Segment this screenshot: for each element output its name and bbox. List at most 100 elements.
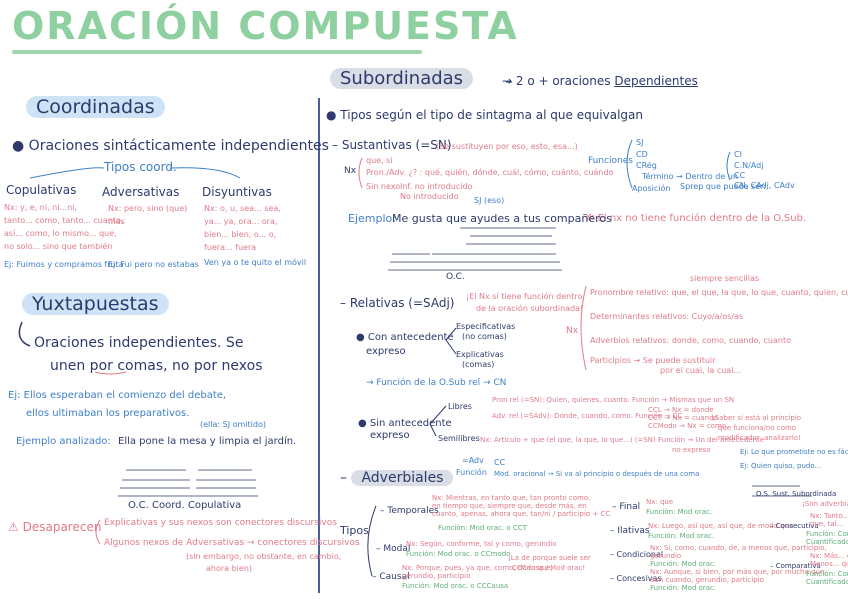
- nx-sin-nexo: Sin nexo: [366, 182, 401, 191]
- temporales-nx: Nx: Mientras, en tanto que, tan pronto c…: [432, 494, 591, 502]
- ilativas-funcion: Función: Mod orac.: [648, 532, 715, 540]
- desaparecen-line-2: Algunos nexos de Adversativas → conector…: [104, 538, 360, 548]
- sin-antecedente-expreso: expreso: [370, 430, 410, 441]
- relativas-aviso-1: ¡Saber si está al principio: [712, 414, 802, 422]
- tipos-sintagma-text: Tipos según el tipo de sintagma al que e…: [340, 108, 644, 122]
- ejemplo-analizado-text: Ella pone la mesa y limpia el jardín.: [118, 436, 297, 447]
- adverbiales-heading: – Adverbiales: [340, 470, 454, 486]
- sin-antecedente: ● Sin antecedente: [358, 418, 452, 429]
- relativas-heading: – Relativas (=SAdj): [340, 296, 455, 310]
- con-antecedente-text: Con antecedente: [367, 332, 454, 343]
- column-divider: [318, 98, 320, 593]
- con-antecedente-expreso: expreso: [366, 346, 406, 357]
- nota-consecutivas: ¡Son adverbiales!: [802, 500, 848, 508]
- ej-quien: Ej: Quien quiso, pudo...: [740, 462, 822, 470]
- comparativa-funcion: Función: Complemento: [806, 570, 848, 578]
- sin-antecedente-text: Sin antecedente: [369, 418, 452, 429]
- disyuntivas-title: Disyuntivas: [202, 185, 272, 199]
- libres-label: Libres: [448, 402, 472, 411]
- nx-inf: Inf. no introducido: [400, 182, 473, 191]
- final-funcion: Función: Mod orac.: [646, 508, 713, 516]
- funcion-termino: Término → Dentro de un: [642, 172, 738, 181]
- concesivas-funcion: Función: Mod orac.: [650, 584, 717, 592]
- final-nx: Nx: que: [646, 498, 674, 506]
- comparativa-text: Comparativa: [775, 562, 821, 570]
- funcion-sj: SJ: [636, 138, 644, 147]
- adverbiales-tipos-label: Tipos: [340, 524, 369, 537]
- disyuntivas-nx4: fuera... fuera: [204, 243, 257, 252]
- consecutiva-funcion: Función: Complemento: [806, 530, 848, 538]
- condicional-text: Condicional: [616, 550, 664, 559]
- title-underline: [12, 50, 422, 54]
- page-title: ORACIÓN COMPUESTA: [12, 4, 519, 48]
- sustantivas-nx-bracket: [358, 157, 363, 189]
- ilativas-nx: Nx: Luego, así que, así que, de modo que: [648, 522, 794, 530]
- disyuntivas-nx2: ya... ya, ora... ora,: [204, 217, 278, 226]
- condicional-nx-2: gerundio: [650, 552, 682, 560]
- comparativa-funcion-2: Cuantificador: [806, 578, 848, 586]
- concesivas-nx: Nx: Aunque, si bien, por más que, por mu…: [650, 568, 827, 576]
- nx-pron: Pron./Adv. ¿? : qué, quién, dónde, cuál,…: [366, 168, 614, 177]
- adverbiales-cc: CC: [494, 458, 506, 467]
- relativas-siempre: siempre sencillas: [690, 274, 760, 283]
- sustantivas-heading: – Sustantivas (=SN): [332, 138, 452, 152]
- subordinadas-arrow-text: → 2 o + oraciones Dependientes: [502, 74, 698, 88]
- consecutiva-funcion-2: Cuantificador: [806, 538, 848, 546]
- relativas-heading-text: Relativas (=SAdj): [349, 296, 455, 310]
- sustantivas-ejemplo-text: Me gusta que ayudes a tus compañeros: [392, 212, 612, 225]
- sustantivas-nota-nx: ✻ El nx no tiene función dentro de la O.…: [586, 213, 807, 224]
- semilibres-label: Semilibres: [438, 434, 480, 443]
- libres-nx: Pron rel (=SN): Quien, quienes, cuanto. …: [492, 396, 735, 404]
- os-sust-label: O.S. Sust. Subordinada: [756, 490, 837, 498]
- causal-note: ¡La de porque suele ser: [508, 554, 591, 562]
- adverbiales-adv-label: =Adv: [462, 456, 484, 465]
- final-text: Final: [619, 502, 641, 512]
- copulativas-nx: Nx: y, e, ni, ni...ni,: [4, 203, 77, 212]
- cc-cuando: CCT → Nx = cuando: [648, 414, 718, 422]
- funcion-cnadj: C.N/Adj: [734, 161, 764, 170]
- causal-text: Causal: [379, 572, 410, 582]
- comparativa-label: – Comparativa: [770, 562, 821, 570]
- yuxtapuestas-definition-1: Oraciones independientes. Se: [34, 335, 244, 351]
- desaparecen-line-3: (sin embargo, no obstante, en cambio,: [186, 552, 342, 561]
- causal-label: – Causal: [372, 572, 410, 582]
- adversativas-nx2: mas: [108, 217, 125, 226]
- temporales-nx-3: cuanto, apenas, ahora que, tan/ni / part…: [432, 510, 611, 518]
- copulativas-nx4: no solo... sino que también: [4, 242, 113, 251]
- funcion-ci: CI: [734, 150, 742, 159]
- coord-copulativa-caption: O.C. Coord. Copulativa: [128, 500, 242, 511]
- funcion-cc: CC: [734, 171, 746, 180]
- adverbiales-tipos-bracket: [367, 505, 377, 577]
- modal-nx: Nx: Según, conforme, tal y como, gerundi…: [406, 540, 557, 548]
- concesivas-text: Concesivas: [616, 574, 662, 583]
- nx-no-intro: No introducido: [400, 192, 459, 201]
- sustantivas-ejemplo-label: Ejemplo:: [348, 212, 396, 225]
- adversativas-ej: Ej: Fui pero no estabas: [108, 260, 199, 269]
- concesivas-nx-2: aun cuando, gerundio, participio: [650, 576, 764, 584]
- sustantivas-tree: [388, 227, 562, 271]
- yuxtapuestas-ej-2: ellos ultimaban los preparativos.: [26, 408, 190, 419]
- con-antecedente: ● Con antecedente: [356, 332, 454, 343]
- sj-omitido-note: (ella: SJ omitido): [200, 420, 266, 429]
- comparativa-nx: Nx: Más... que: [810, 552, 848, 560]
- causal-funcion: Función: Mod orac. o CCCausa: [402, 582, 509, 590]
- disyuntivas-nx: Nx: o, u, sea... sea,: [204, 204, 281, 213]
- concesivas-label: – Concesivas: [610, 574, 662, 583]
- relativas-nx-list-2: Determinantes relativos: Cuyo/a/os/as: [590, 312, 744, 321]
- ej-quiero: Ej: Lo que prometiste no es fácil: [740, 448, 848, 456]
- coordinadas-definition-text: Oraciones sintácticamente independientes: [28, 138, 329, 154]
- coordinadas-heading: Coordinadas: [26, 96, 165, 118]
- adverbiales-heading-text: Adverbiales: [351, 470, 454, 486]
- relativas-note-1: ¡El Nx sí tiene función dentro: [466, 292, 583, 301]
- funcion-cn: → Función de la O.Sub rel → CN: [366, 378, 507, 388]
- funcion-aposicion: Aposición: [632, 184, 671, 193]
- relativas-aviso-3: modificador, analizarlo!: [718, 434, 801, 442]
- comparativa-nx-2: Menos... que...: [810, 560, 848, 568]
- condicional-funcion: Función: Mod orac.: [650, 560, 717, 568]
- sj-eso-label: SJ (eso): [474, 196, 505, 205]
- condicional-label: – Condicional: [610, 550, 664, 559]
- ejemplo-analizado-label: Ejemplo analizado:: [16, 436, 111, 447]
- adversativas-title: Adversativas: [102, 185, 180, 199]
- consecutiva-text: Consecutiva: [775, 522, 819, 530]
